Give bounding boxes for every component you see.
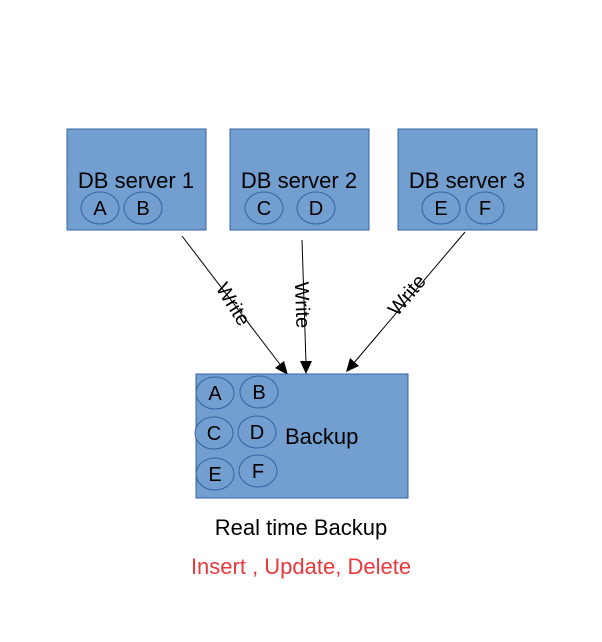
backup-node-f	[238, 454, 278, 488]
backup-server: Backup A B C D E F	[194, 373, 409, 499]
backup-node-c	[194, 416, 234, 450]
write-arrow-3-label: Write	[384, 271, 431, 321]
db-server-1-node-a-label: A	[93, 198, 107, 220]
db-server-2-node-c	[244, 191, 284, 225]
backup-node-a	[195, 376, 235, 410]
write-arrow-3: Write	[346, 231, 466, 372]
db-server-3-node-f-label: F	[479, 198, 491, 220]
diagram-caption-title: Real time Backup	[214, 515, 388, 540]
db-server-1-node-b-label: B	[136, 198, 149, 220]
db-server-2: DB server 2 C D	[229, 128, 370, 231]
db-server-2-node-c-label: C	[257, 198, 271, 220]
db-server-3-node-e	[421, 191, 461, 225]
backup-node-e-label: E	[208, 464, 221, 486]
db-server-3: DB server 3 E F	[397, 128, 538, 231]
backup-node-d-label: D	[250, 422, 264, 444]
write-arrow-2-head	[300, 361, 312, 374]
backup-node-e	[195, 457, 235, 491]
write-arrow-2: Write	[290, 239, 314, 374]
backup-node-f-label: F	[252, 461, 264, 483]
backup-node-a-label: A	[208, 383, 222, 405]
db-server-2-node-d-label: D	[309, 198, 323, 220]
backup-node-b-label: B	[252, 382, 265, 404]
write-arrow-1-head	[275, 361, 288, 375]
backup-node-c-label: C	[207, 423, 221, 445]
write-arrow-1-line	[181, 235, 283, 368]
backup-label: Backup	[285, 424, 358, 449]
db-server-1-node-a	[80, 191, 120, 225]
backup-node-b	[239, 375, 279, 409]
db-server-2-label: DB server 2	[241, 168, 357, 193]
write-arrow-1-label: Write	[211, 279, 254, 330]
db-server-2-node-d	[296, 191, 336, 225]
db-server-3-node-f	[465, 191, 505, 225]
db-server-3-node-e-label: E	[434, 198, 447, 220]
db-server-3-label: DB server 3	[409, 168, 525, 193]
write-arrow-3-line	[352, 231, 466, 365]
write-arrow-2-label: Write	[290, 281, 314, 328]
write-arrow-2-line	[301, 239, 307, 364]
backup-node-d	[237, 415, 277, 449]
write-arrow-1: Write	[181, 235, 288, 375]
db-server-1-node-b	[123, 191, 163, 225]
diagram-caption-operations: Insert , Update, Delete	[190, 554, 412, 579]
db-server-1: DB server 1 A B	[66, 128, 207, 231]
write-arrow-3-head	[346, 358, 359, 372]
db-server-1-label: DB server 1	[78, 168, 194, 193]
